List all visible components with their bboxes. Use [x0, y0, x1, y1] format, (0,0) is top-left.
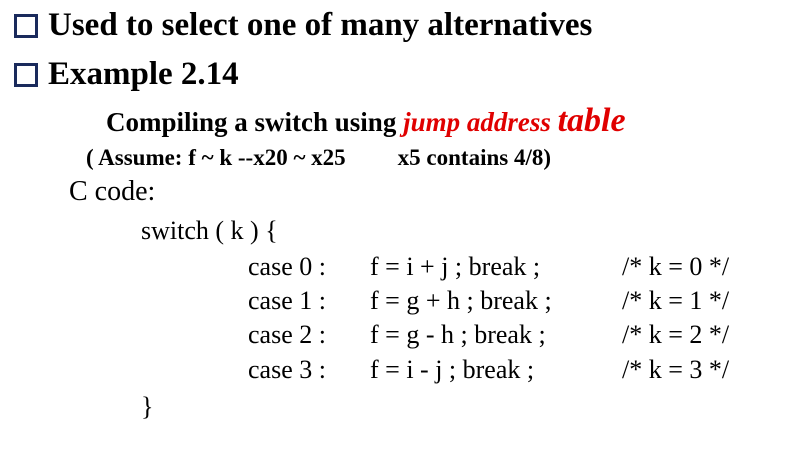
- case-statement: f = i + j ; break ;: [370, 252, 541, 281]
- bullet-text: Example 2.14: [48, 56, 239, 92]
- example-subtitle: Compiling a switch using jump address ta…: [106, 102, 626, 139]
- case-line: case 3 : f = i - j ; break ; /* k = 3 */: [248, 355, 729, 385]
- bullet-item: Used to select one of many alternatives: [14, 9, 592, 42]
- case-comment: /* k = 2 */: [622, 320, 730, 349]
- case-comment: /* k = 0 */: [622, 252, 730, 281]
- case-comment: /* k = 1 */: [622, 286, 730, 315]
- case-statement: f = i - j ; break ;: [370, 355, 535, 384]
- subtitle-highlight-big: table: [557, 102, 626, 139]
- closing-brace: }: [141, 392, 154, 421]
- assumption-registers: ( Assume: f ~ k --x20 ~ x25: [86, 145, 346, 170]
- bullet-item: Example 2.14: [14, 58, 239, 91]
- bullet-text: Used to select one of many alternatives: [48, 7, 593, 43]
- case-comment: /* k = 3 */: [622, 355, 730, 384]
- case-label: case 1 :: [248, 286, 326, 315]
- subtitle-prefix: Compiling a switch using: [106, 107, 404, 137]
- case-label: case 0 :: [248, 252, 326, 281]
- square-bullet-icon: [14, 13, 38, 38]
- case-label: case 3 :: [248, 355, 326, 384]
- assumption-x5: x5 contains 4/8): [397, 145, 552, 170]
- case-label: case 2 :: [248, 320, 326, 349]
- assumption-line: ( Assume: f ~ k --x20 ~ x25 x5 contains 4…: [86, 145, 551, 171]
- case-statement: f = g + h ; break ;: [370, 286, 552, 315]
- subtitle-highlight: jump address: [403, 107, 551, 137]
- case-line: case 2 : f = g - h ; break ; /* k = 2 */: [248, 320, 729, 350]
- case-line: case 1 : f = g + h ; break ; /* k = 1 */: [248, 286, 729, 316]
- case-line: case 0 : f = i + j ; break ; /* k = 0 */: [248, 252, 729, 282]
- square-bullet-icon: [14, 62, 38, 87]
- c-code-label: C code:: [69, 176, 156, 207]
- switch-statement: switch ( k ) {: [141, 216, 278, 245]
- case-statement: f = g - h ; break ;: [370, 320, 546, 349]
